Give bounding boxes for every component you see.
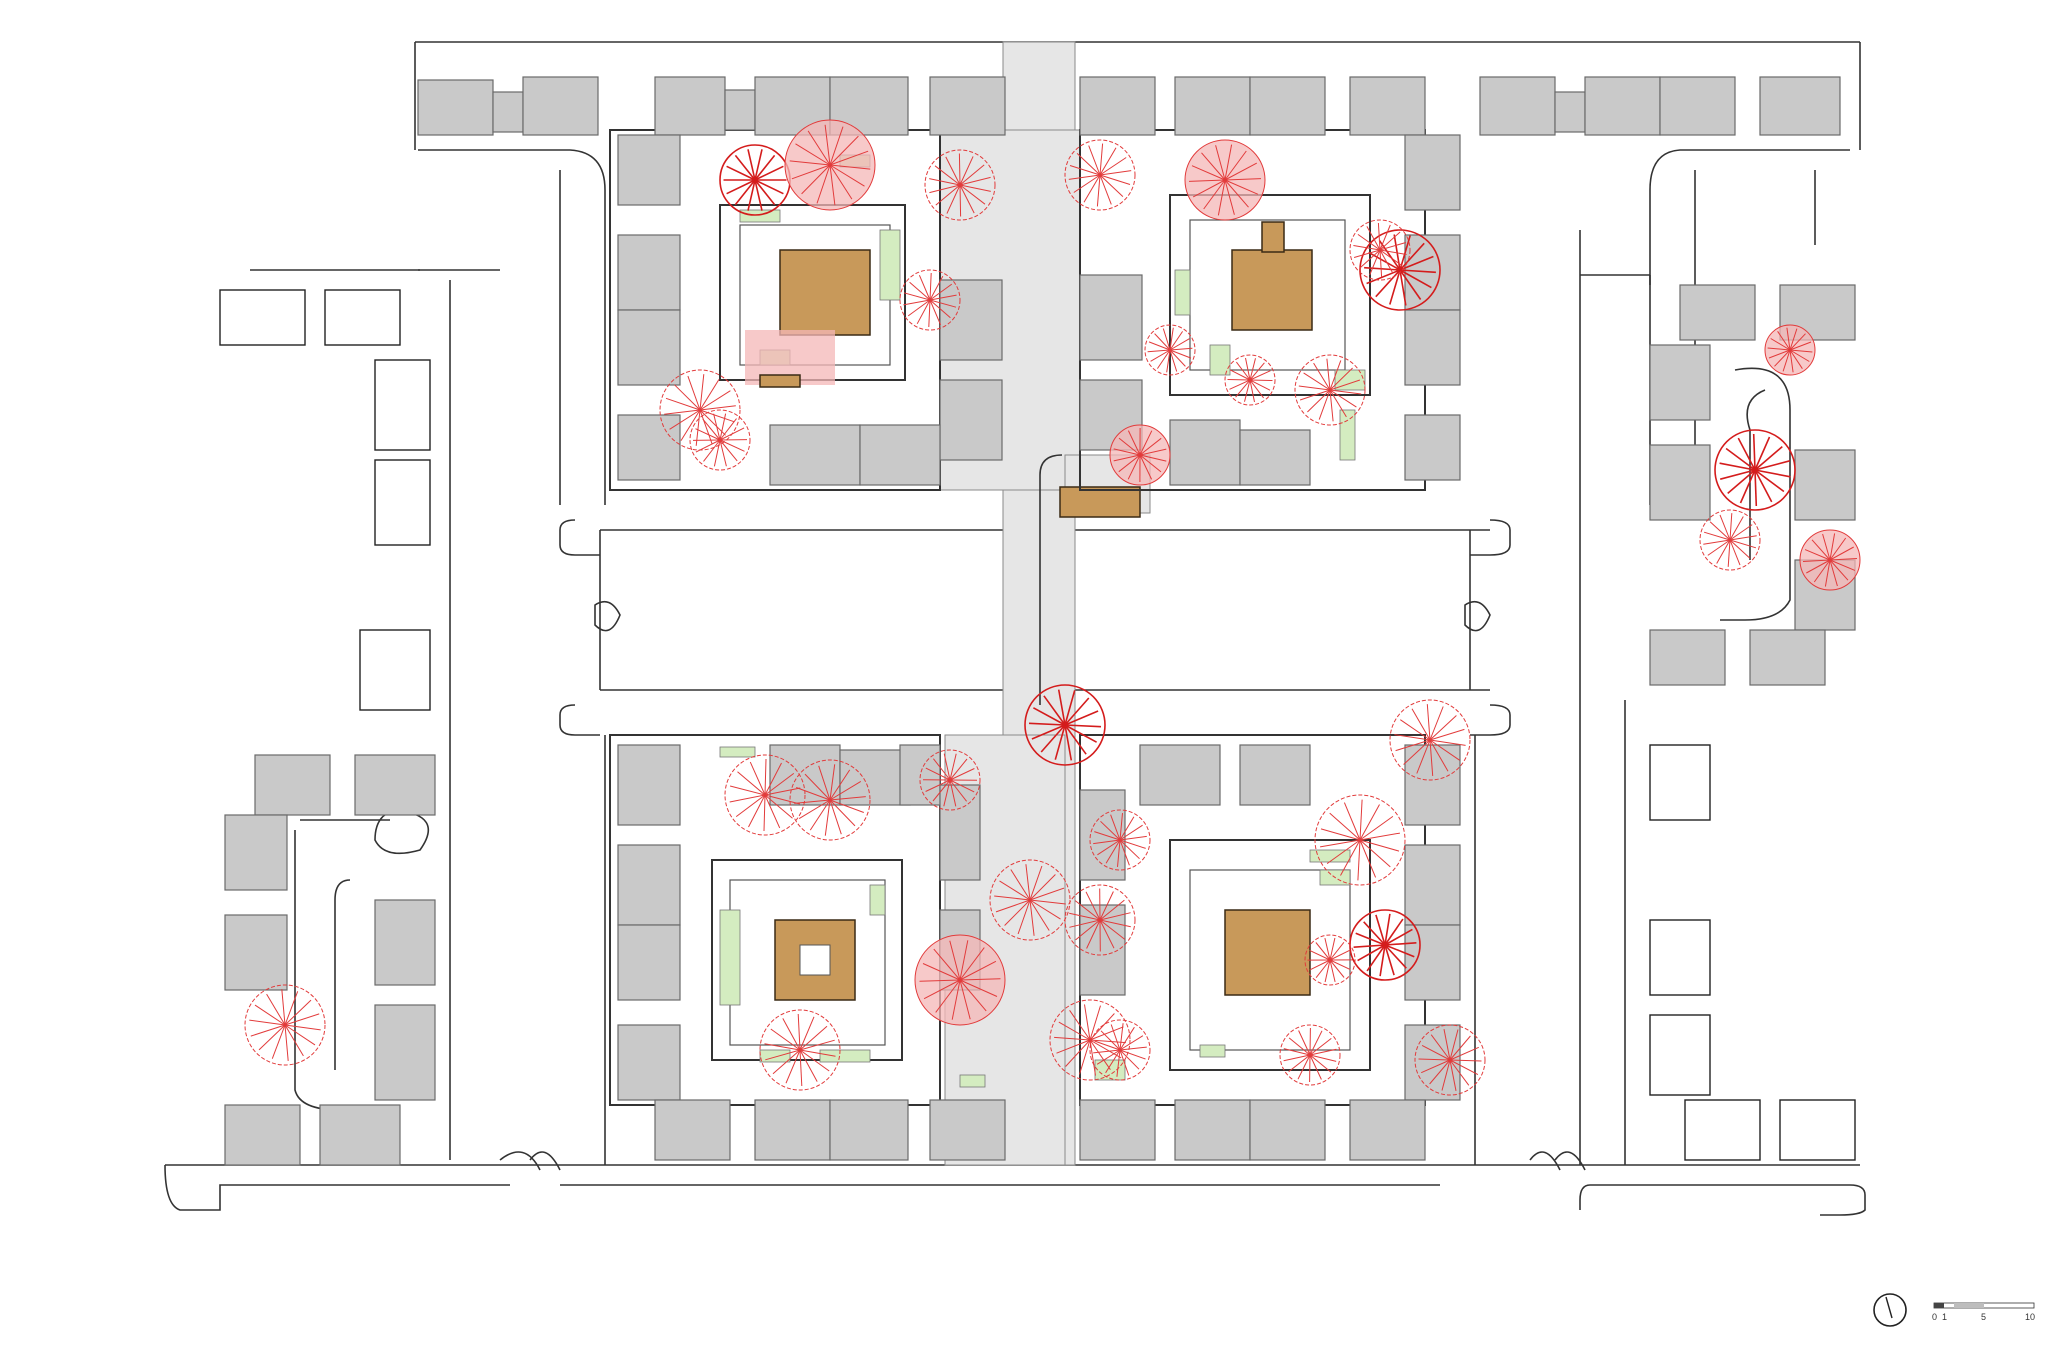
tree-symbol [1714, 429, 1796, 511]
tree-symbol [1144, 324, 1196, 376]
tree-symbol [1764, 324, 1816, 376]
tree-symbol [1349, 909, 1421, 981]
tree-symbol [919, 749, 981, 811]
tree-symbol [759, 1009, 841, 1091]
scale-tick-0: 0 [1932, 1312, 1937, 1322]
buildings-existing [219, 289, 1856, 1161]
scale-bar: 0 1 5 10 [1932, 1302, 2035, 1322]
tree-symbol [1224, 354, 1276, 406]
scale-tick-10: 10 [2025, 1312, 2035, 1322]
deck-sw [774, 919, 856, 1001]
tree-symbol [1064, 139, 1136, 211]
deck-se [1224, 909, 1311, 996]
deck-ne [1231, 249, 1313, 331]
tree-symbol [1414, 1024, 1486, 1096]
tree-symbol [1359, 229, 1441, 311]
tree-symbol [1699, 509, 1761, 571]
tree-symbol [1279, 1024, 1341, 1086]
tree-symbol [1109, 424, 1171, 486]
tree-symbol [1089, 809, 1151, 871]
tree-symbol [899, 269, 961, 331]
tree-symbol [1184, 139, 1266, 221]
tree-symbol [1799, 529, 1861, 591]
tree-symbol [1089, 1019, 1151, 1081]
tree-symbol [784, 119, 876, 211]
tree-symbol [1064, 884, 1136, 956]
scale-tick-1: 1 [1942, 1312, 1947, 1322]
tree-symbol [1304, 934, 1356, 986]
tree-symbol [914, 934, 1006, 1026]
tree-symbol [789, 759, 871, 841]
tree-symbol [924, 149, 996, 221]
tree-symbol [1024, 684, 1106, 766]
tree-symbol [1389, 699, 1471, 781]
trees-layer [244, 119, 1861, 1096]
tree-symbol [724, 754, 806, 836]
tree-symbol [989, 859, 1071, 941]
north-arrow-icon [1873, 1293, 1907, 1327]
buildings-project [224, 76, 1856, 1166]
scale-tick-5: 5 [1981, 1312, 1986, 1322]
tree-symbol [1314, 794, 1406, 886]
tree-symbol [689, 409, 751, 471]
deck-nw [779, 249, 871, 336]
tree-symbol [1349, 219, 1411, 281]
tree-symbol [244, 984, 326, 1066]
tree-symbol [719, 144, 791, 216]
tree-symbol [1294, 354, 1366, 426]
tree-symbol [1049, 999, 1131, 1081]
